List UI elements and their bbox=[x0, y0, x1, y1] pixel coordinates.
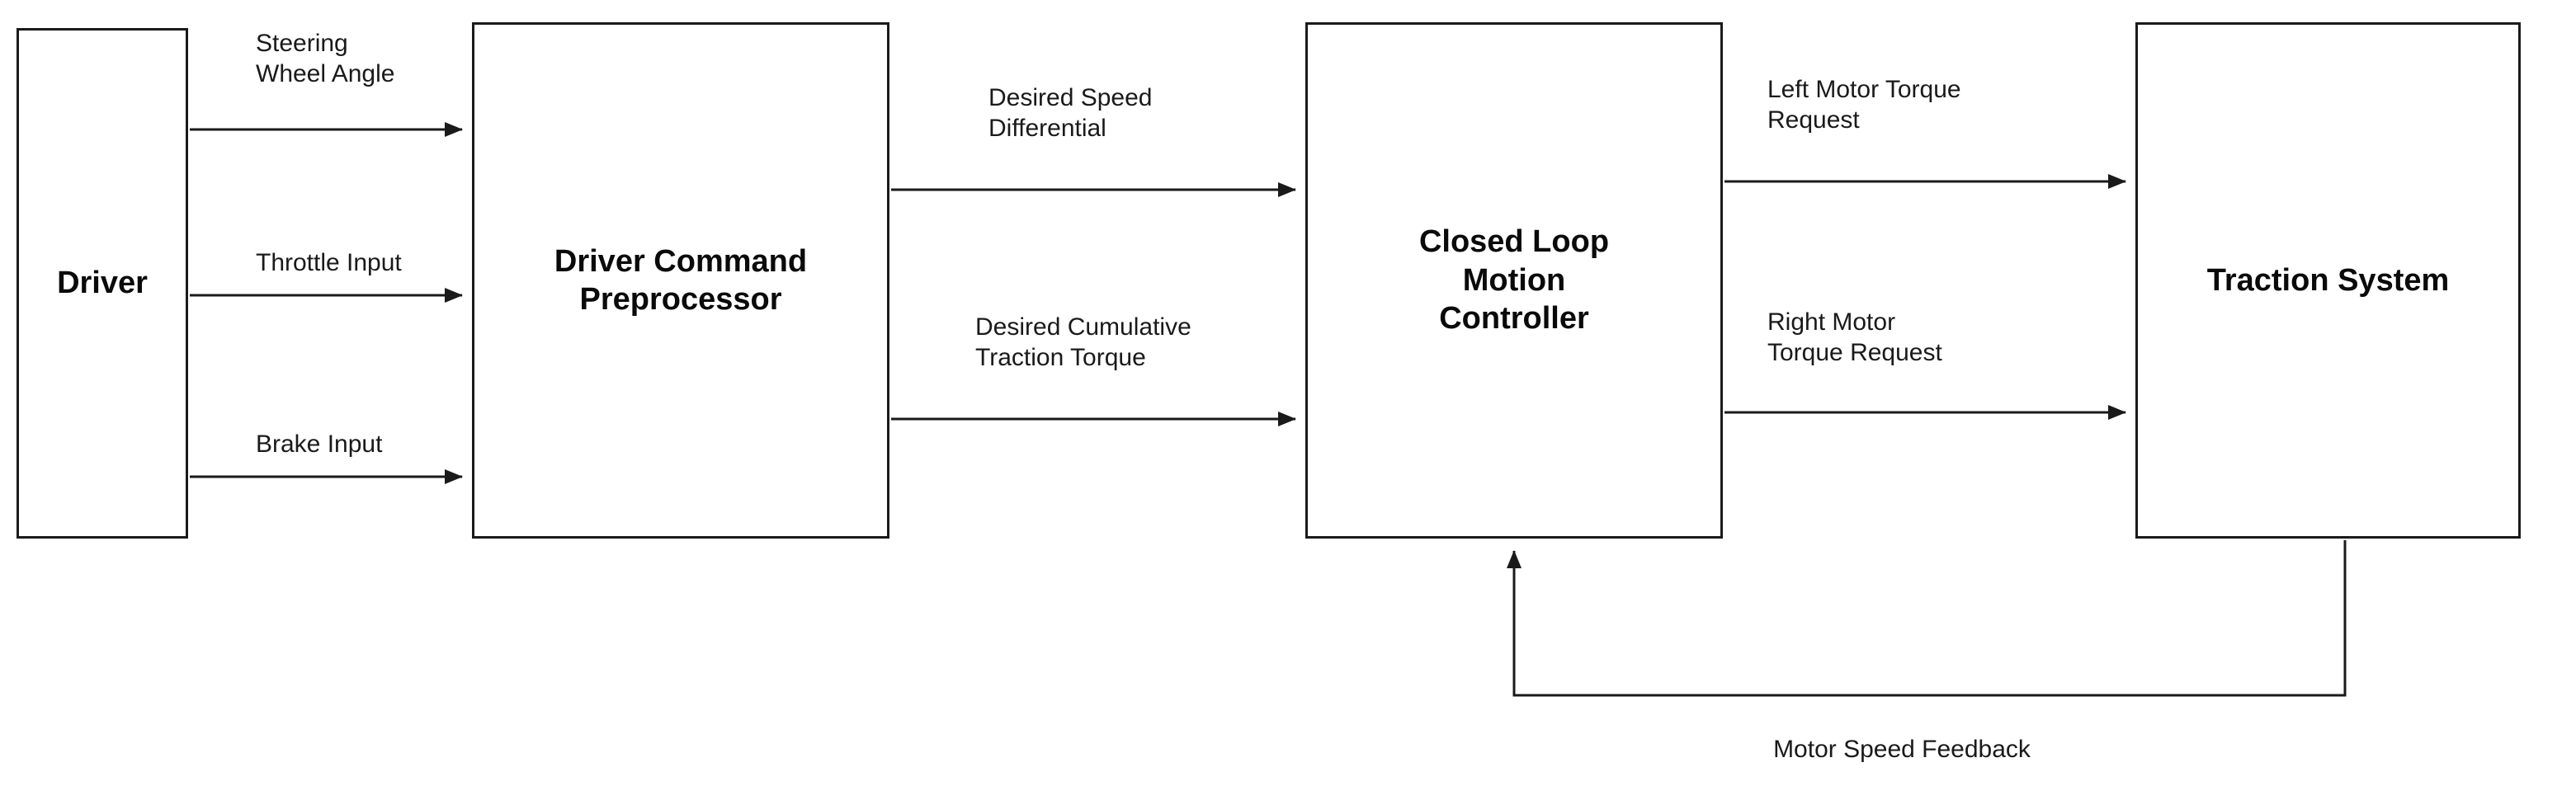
node-driver-command-preprocessor[interactable]: Driver Command Preprocessor bbox=[472, 22, 889, 539]
node-closed-loop-motion-controller[interactable]: Closed Loop Motion Controller bbox=[1305, 22, 1723, 539]
edge-label-brake-input: Brake Input bbox=[256, 431, 383, 458]
edge-label-throttle-input: Throttle Input bbox=[256, 249, 402, 276]
node-traction-system-label: Traction System bbox=[2206, 262, 2450, 298]
edge-label-right-motor-torque-request: Right Motor Torque Request bbox=[1767, 308, 1942, 367]
edge-label-desired-speed-differential: Desired Speed Differential bbox=[988, 84, 1153, 143]
edge-label-left-motor-torque-request: Left Motor Torque Request bbox=[1767, 76, 1961, 134]
edge-label-motor-speed-feedback: Motor Speed Feedback bbox=[1773, 736, 2031, 763]
edge-label-steering-wheel-angle: Steering Wheel Angle bbox=[256, 30, 395, 88]
edge-label-desired-cumulative-traction-torque: Desired Cumulative Traction Torque bbox=[975, 313, 1191, 372]
node-closed-loop-motion-controller-label: Closed Loop Motion Controller bbox=[1418, 224, 1610, 337]
node-traction-system[interactable]: Traction System bbox=[2135, 22, 2521, 539]
node-driver-label: Driver bbox=[57, 266, 148, 301]
connector-motor-speed-feedback bbox=[1507, 540, 2347, 697]
node-driver[interactable]: Driver bbox=[17, 28, 188, 539]
node-driver-command-preprocessor-label: Driver Command Preprocessor bbox=[554, 243, 808, 317]
